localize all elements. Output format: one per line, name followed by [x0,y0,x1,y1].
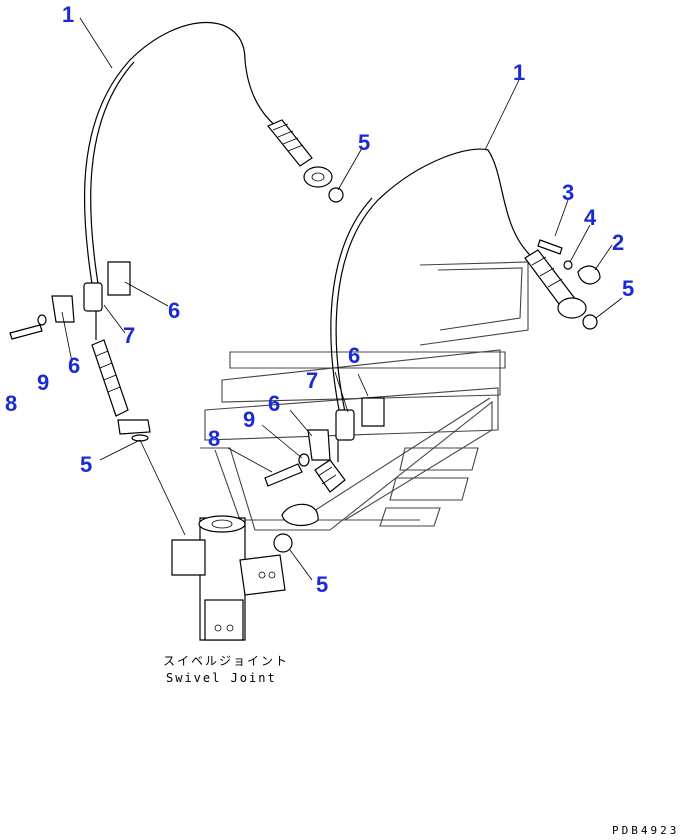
washer-left [37,314,47,326]
caption-english: Swivel Joint [166,671,277,685]
o-ring-1 [328,187,344,203]
callout-5-top: 5 [358,130,370,155]
callout-5-left: 5 [80,452,92,477]
hose-end-left-bottom [91,339,129,417]
o-ring-4 [273,533,293,553]
callout-6-top-left: 6 [168,298,180,323]
flange-left-top [303,166,333,188]
callout-8-right: 8 [208,426,220,451]
callout-9-left: 9 [37,370,49,395]
callout-4: 4 [584,205,597,230]
frame-outline [200,261,529,531]
clamp-plate-right [307,429,331,461]
washer-right [298,453,310,467]
hose-end-right-bottom [314,459,346,493]
flange-left-bottom [117,419,151,435]
hose-left [83,21,333,435]
callout-1-right: 1 [513,60,525,85]
clamp-left [107,261,131,296]
callout-9-right: 9 [243,407,255,432]
washer-top-right [563,260,573,270]
flange-right-top [557,297,587,319]
clamp-plate-left [51,295,75,323]
callout-1-left: 1 [62,2,74,27]
callout-5-bottom: 5 [316,572,328,597]
callout-2: 2 [612,230,624,255]
callout-7-right: 7 [306,368,318,393]
grommet-left [83,282,103,312]
hose-end-left-top [267,119,313,167]
callout-6-left: 6 [68,353,80,378]
bolt-top-right [537,239,563,255]
callouts: 1 1 2 3 4 5 5 5 5 6 6 6 6 7 7 8 8 9 9 [5,2,634,597]
callout-7-left: 7 [123,323,135,348]
callout-5-right: 5 [622,276,634,301]
grommet-right [335,409,355,441]
clamp-right [361,397,385,427]
o-ring-3 [131,434,149,442]
o-ring-2 [582,314,598,330]
leader-lines [61,17,623,581]
callout-8-left: 8 [5,391,17,416]
split-flange-top-right [577,265,601,285]
drawing-code: PDB4923 [612,824,679,837]
flange-right-bottom [281,503,319,526]
caption-japanese: スイベルジョイント [163,654,289,668]
bolt-right [264,463,303,487]
swivel-joint [171,515,286,641]
callout-6-center: 6 [348,343,360,368]
bolt-left [9,324,43,340]
hose-right [281,148,587,526]
callout-6-mid: 6 [268,391,280,416]
callout-3: 3 [562,180,574,205]
hardware [9,187,601,553]
